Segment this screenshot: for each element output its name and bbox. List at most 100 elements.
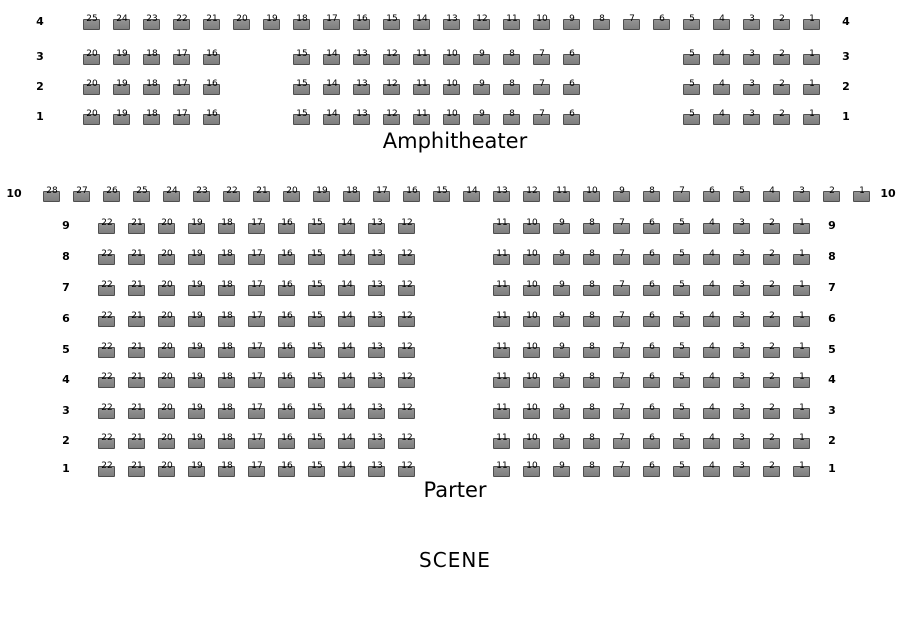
seat-parter-row7-4[interactable]: 4 [700, 280, 724, 297]
seat-parter-row10-20[interactable]: 20 [280, 186, 304, 203]
seat-parter-row3-11[interactable]: 11 [490, 403, 514, 420]
seat-amphitheater-row2-14[interactable]: 14 [320, 79, 344, 96]
seat-parter-row6-17[interactable]: 17 [245, 311, 269, 328]
seat-amphitheater-row4-25[interactable]: 25 [80, 14, 104, 31]
seat-parter-row3-8[interactable]: 8 [580, 403, 604, 420]
seat-parter-row5-2[interactable]: 2 [760, 342, 784, 359]
seat-parter-row7-11[interactable]: 11 [490, 280, 514, 297]
seat-parter-row3-2[interactable]: 2 [760, 403, 784, 420]
seat-parter-row5-3[interactable]: 3 [730, 342, 754, 359]
seat-parter-row4-13[interactable]: 13 [365, 372, 389, 389]
seat-parter-row9-4[interactable]: 4 [700, 218, 724, 235]
seat-parter-row8-18[interactable]: 18 [215, 249, 239, 266]
seat-amphitheater-row3-10[interactable]: 10 [440, 49, 464, 66]
seat-parter-row5-20[interactable]: 20 [155, 342, 179, 359]
seat-parter-row5-17[interactable]: 17 [245, 342, 269, 359]
seat-parter-row1-18[interactable]: 18 [215, 461, 239, 478]
seat-parter-row4-22[interactable]: 22 [95, 372, 119, 389]
seat-amphitheater-row2-18[interactable]: 18 [140, 79, 164, 96]
seat-parter-row7-19[interactable]: 19 [185, 280, 209, 297]
seat-parter-row7-9[interactable]: 9 [550, 280, 574, 297]
seat-amphitheater-row4-12[interactable]: 12 [470, 14, 494, 31]
seat-parter-row5-15[interactable]: 15 [305, 342, 329, 359]
seat-parter-row1-4[interactable]: 4 [700, 461, 724, 478]
seat-parter-row8-15[interactable]: 15 [305, 249, 329, 266]
seat-parter-row5-13[interactable]: 13 [365, 342, 389, 359]
seat-parter-row9-15[interactable]: 15 [305, 218, 329, 235]
seat-parter-row9-2[interactable]: 2 [760, 218, 784, 235]
seat-parter-row3-14[interactable]: 14 [335, 403, 359, 420]
seat-parter-row4-21[interactable]: 21 [125, 372, 149, 389]
seat-parter-row8-1[interactable]: 1 [790, 249, 814, 266]
seat-amphitheater-row2-12[interactable]: 12 [380, 79, 404, 96]
seat-amphitheater-row1-19[interactable]: 19 [110, 109, 134, 126]
seat-parter-row1-9[interactable]: 9 [550, 461, 574, 478]
seat-parter-row9-20[interactable]: 20 [155, 218, 179, 235]
seat-parter-row7-22[interactable]: 22 [95, 280, 119, 297]
seat-parter-row10-8[interactable]: 8 [640, 186, 664, 203]
seat-parter-row10-4[interactable]: 4 [760, 186, 784, 203]
seat-parter-row10-7[interactable]: 7 [670, 186, 694, 203]
seat-parter-row9-22[interactable]: 22 [95, 218, 119, 235]
seat-parter-row4-2[interactable]: 2 [760, 372, 784, 389]
seat-parter-row3-9[interactable]: 9 [550, 403, 574, 420]
seat-amphitheater-row1-17[interactable]: 17 [170, 109, 194, 126]
seat-parter-row10-27[interactable]: 27 [70, 186, 94, 203]
seat-amphitheater-row3-7[interactable]: 7 [530, 49, 554, 66]
seat-amphitheater-row4-9[interactable]: 9 [560, 14, 584, 31]
seat-parter-row1-19[interactable]: 19 [185, 461, 209, 478]
seat-parter-row8-22[interactable]: 22 [95, 249, 119, 266]
seat-parter-row8-19[interactable]: 19 [185, 249, 209, 266]
seat-parter-row8-20[interactable]: 20 [155, 249, 179, 266]
seat-parter-row4-18[interactable]: 18 [215, 372, 239, 389]
seat-parter-row6-12[interactable]: 12 [395, 311, 419, 328]
seat-parter-row1-11[interactable]: 11 [490, 461, 514, 478]
seat-parter-row10-17[interactable]: 17 [370, 186, 394, 203]
seat-parter-row7-18[interactable]: 18 [215, 280, 239, 297]
seat-amphitheater-row4-7[interactable]: 7 [620, 14, 644, 31]
seat-amphitheater-row1-18[interactable]: 18 [140, 109, 164, 126]
seat-parter-row7-15[interactable]: 15 [305, 280, 329, 297]
seat-parter-row1-3[interactable]: 3 [730, 461, 754, 478]
seat-parter-row1-17[interactable]: 17 [245, 461, 269, 478]
seat-parter-row6-19[interactable]: 19 [185, 311, 209, 328]
seat-parter-row3-13[interactable]: 13 [365, 403, 389, 420]
seat-parter-row5-16[interactable]: 16 [275, 342, 299, 359]
seat-parter-row9-17[interactable]: 17 [245, 218, 269, 235]
seat-parter-row10-10[interactable]: 10 [580, 186, 604, 203]
seat-parter-row3-7[interactable]: 7 [610, 403, 634, 420]
seat-amphitheater-row1-7[interactable]: 7 [530, 109, 554, 126]
seat-parter-row8-3[interactable]: 3 [730, 249, 754, 266]
seat-amphitheater-row2-1[interactable]: 1 [800, 79, 824, 96]
seat-parter-row3-1[interactable]: 1 [790, 403, 814, 420]
seat-parter-row10-5[interactable]: 5 [730, 186, 754, 203]
seat-parter-row2-14[interactable]: 14 [335, 433, 359, 450]
seat-amphitheater-row1-3[interactable]: 3 [740, 109, 764, 126]
seat-parter-row9-6[interactable]: 6 [640, 218, 664, 235]
seat-parter-row9-13[interactable]: 13 [365, 218, 389, 235]
seat-parter-row6-6[interactable]: 6 [640, 311, 664, 328]
seat-amphitheater-row3-16[interactable]: 16 [200, 49, 224, 66]
seat-parter-row6-2[interactable]: 2 [760, 311, 784, 328]
seat-parter-row5-7[interactable]: 7 [610, 342, 634, 359]
seat-parter-row5-9[interactable]: 9 [550, 342, 574, 359]
seat-parter-row8-5[interactable]: 5 [670, 249, 694, 266]
seat-parter-row1-22[interactable]: 22 [95, 461, 119, 478]
seat-parter-row8-13[interactable]: 13 [365, 249, 389, 266]
seat-amphitheater-row1-1[interactable]: 1 [800, 109, 824, 126]
seat-parter-row10-28[interactable]: 28 [40, 186, 64, 203]
seat-parter-row7-12[interactable]: 12 [395, 280, 419, 297]
seat-amphitheater-row2-3[interactable]: 3 [740, 79, 764, 96]
seat-parter-row7-3[interactable]: 3 [730, 280, 754, 297]
seat-parter-row6-22[interactable]: 22 [95, 311, 119, 328]
seat-amphitheater-row1-14[interactable]: 14 [320, 109, 344, 126]
seat-amphitheater-row2-13[interactable]: 13 [350, 79, 374, 96]
seat-parter-row5-4[interactable]: 4 [700, 342, 724, 359]
seat-parter-row8-10[interactable]: 10 [520, 249, 544, 266]
seat-amphitheater-row4-13[interactable]: 13 [440, 14, 464, 31]
seat-amphitheater-row1-6[interactable]: 6 [560, 109, 584, 126]
seat-parter-row6-4[interactable]: 4 [700, 311, 724, 328]
seat-parter-row4-20[interactable]: 20 [155, 372, 179, 389]
seat-amphitheater-row3-17[interactable]: 17 [170, 49, 194, 66]
seat-amphitheater-row4-8[interactable]: 8 [590, 14, 614, 31]
